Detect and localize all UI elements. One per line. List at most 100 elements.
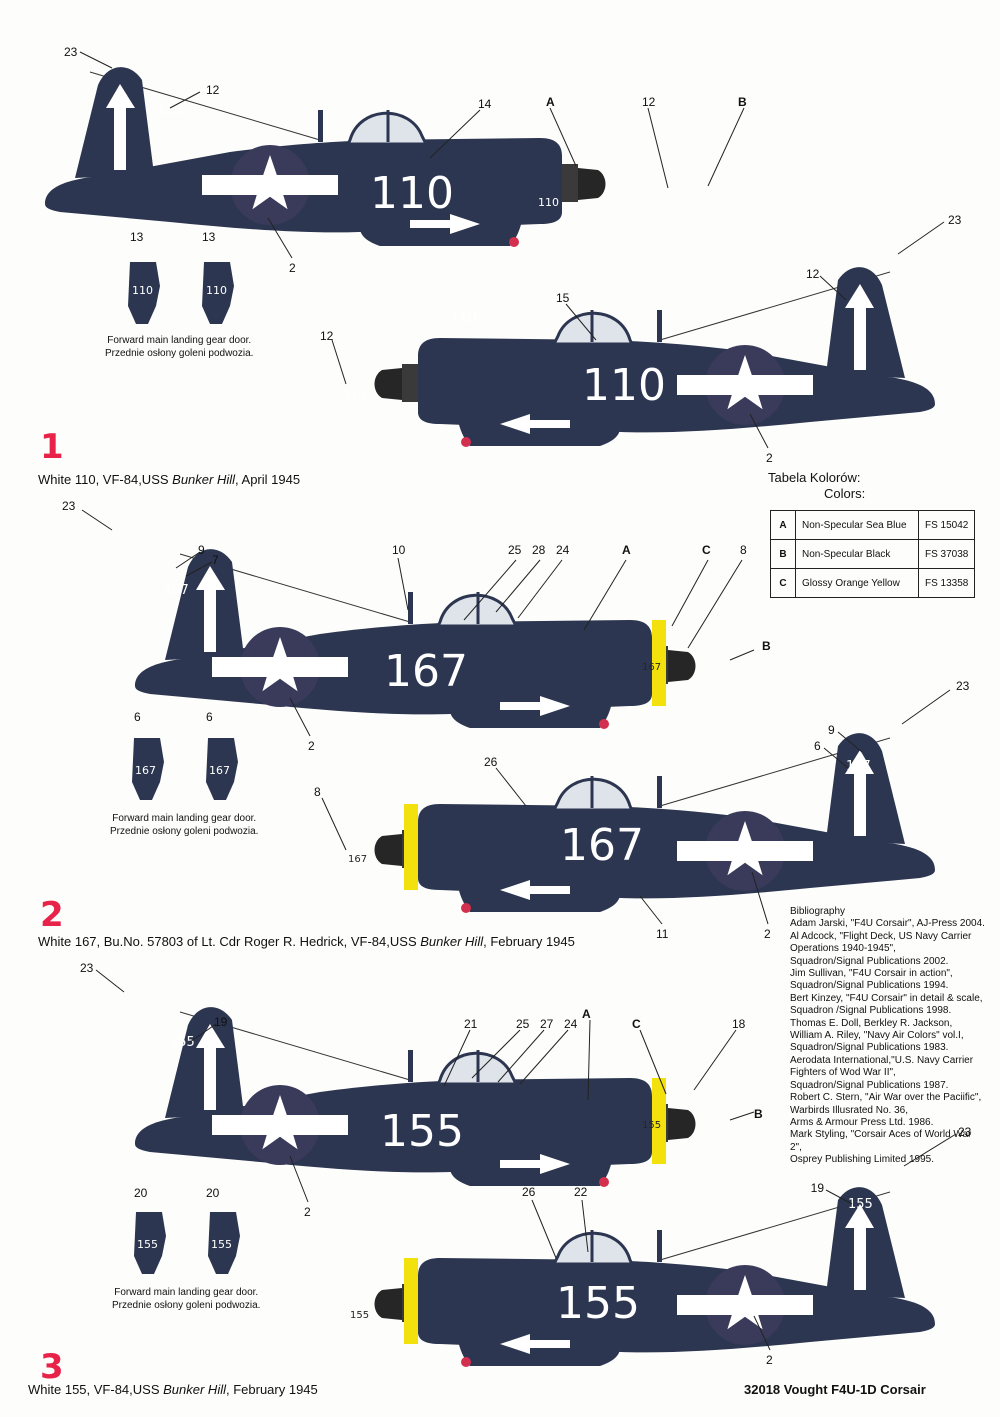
cowl-code: 167 <box>642 662 661 673</box>
callout: 7 <box>212 553 219 567</box>
callout: 9 <box>198 543 205 557</box>
gear-door-4: 167 <box>206 738 238 800</box>
callout: B <box>754 1107 763 1121</box>
callout: 24 <box>556 543 570 557</box>
svg-text:110: 110 <box>206 284 227 297</box>
door-label: 13 <box>202 230 216 244</box>
svg-text:167: 167 <box>135 764 156 777</box>
gear-door-5: 155 <box>134 1212 166 1274</box>
tail-code: 110 <box>156 102 183 118</box>
aircraft-profile-3-left: 155 155 155 23 19 21 25 27 24 A C 18 B 2 <box>80 961 763 1219</box>
callout: 21 <box>464 1017 478 1031</box>
scheme-caption: White 167, Bu.No. 57803 of Lt. Cdr Roger… <box>38 934 575 949</box>
callout: 23 <box>948 213 962 227</box>
callout: B <box>738 95 747 109</box>
callout: 9 <box>828 723 835 737</box>
kit-title: 32018 Vought F4U-1D Corsair <box>744 1382 926 1397</box>
callout: 26 <box>522 1185 536 1199</box>
tail-code: 110 <box>450 310 477 326</box>
callout: 2 <box>766 1353 773 1367</box>
callout: 28 <box>532 543 546 557</box>
callout: 6 <box>814 739 821 753</box>
aircraft-profile-1-right: 110 110 110 23 12 15 12 2 <box>320 213 962 465</box>
callout: 12 <box>806 267 820 281</box>
callout: 2 <box>304 1205 311 1219</box>
cowl-code: 155 <box>350 1310 369 1321</box>
callout: 2 <box>764 927 771 941</box>
fuselage-code: 167 <box>384 646 468 697</box>
cowl-code: 167 <box>348 854 367 865</box>
door-note: Forward main landing gear door.Przednie … <box>110 813 259 837</box>
callout: 10 <box>392 543 406 557</box>
callout: 24 <box>564 1017 578 1031</box>
svg-text:110: 110 <box>132 284 153 297</box>
fuselage-code: 167 <box>560 820 644 871</box>
callout: 23 <box>64 45 78 59</box>
callout: C <box>702 543 711 557</box>
callout: 12 <box>206 83 220 97</box>
door-label: 20 <box>134 1186 148 1200</box>
svg-text:23: 23 <box>958 1125 972 1139</box>
cowl-code: 155 <box>642 1120 661 1131</box>
scheme-number: 1 <box>40 427 64 467</box>
bibliography: Bibliography Adam Jarski, "F4U Corsair",… <box>790 906 985 1166</box>
callout: 2 <box>289 261 296 275</box>
aircraft-profile-2-left: 167 167 167 23 9 7 10 25 28 24 A C 8 B 2 <box>62 499 771 753</box>
tail-code: 167 <box>846 759 871 774</box>
door-label: 13 <box>130 230 144 244</box>
tail-code: 167 <box>164 583 189 598</box>
svg-text:155: 155 <box>137 1238 158 1251</box>
tail-code: 155 <box>848 1197 873 1212</box>
cowl-code: 110 <box>538 196 559 209</box>
callout: 23 <box>62 499 76 513</box>
callout: 14 <box>478 97 492 111</box>
tail-code: 155 <box>170 1035 195 1050</box>
fuselage-code: 155 <box>380 1106 464 1157</box>
door-note: Forward main landing gear door.Przednie … <box>105 335 254 359</box>
callout: 25 <box>508 543 522 557</box>
callout: 27 <box>540 1017 554 1031</box>
callout: 11 <box>656 927 669 941</box>
callout: A <box>582 1007 591 1021</box>
cowl-code: 110 <box>344 389 365 402</box>
callout: 26 <box>484 755 498 769</box>
callout: 2 <box>308 739 315 753</box>
callout: 2 <box>766 451 773 465</box>
callout: 8 <box>740 543 747 557</box>
fuselage-code: 110 <box>582 360 666 411</box>
gear-door-3: 167 <box>132 738 164 800</box>
callout: 23 <box>956 679 970 693</box>
callout: 12 <box>642 95 656 109</box>
fuselage-code: 110 <box>370 168 454 219</box>
callout: 19 <box>214 1015 228 1029</box>
door-label: 6 <box>134 710 141 724</box>
color-table-title-pl: Tabela Kolorów: <box>768 470 861 485</box>
scheme-caption: White 110, VF-84,USS Bunker Hill, April … <box>38 472 301 487</box>
callout: B <box>762 639 771 653</box>
gear-door-1: 110 <box>128 262 160 324</box>
fuselage-code: 155 <box>556 1278 640 1329</box>
callout: A <box>546 95 555 109</box>
aircraft-profile-1-left: 110 110 110 23 12 14 2 A 12 B <box>43 45 747 275</box>
callout-23-scheme3: 23 <box>958 1125 972 1139</box>
callout: C <box>632 1017 641 1031</box>
scheme-caption: White 155, VF-84,USS Bunker Hill, Februa… <box>28 1382 318 1397</box>
door-label: 6 <box>206 710 213 724</box>
svg-text:155: 155 <box>211 1238 232 1251</box>
callout: A <box>622 543 631 557</box>
callout: 23 <box>80 961 94 975</box>
color-table-title-en: Colors: <box>824 486 866 501</box>
svg-text:167: 167 <box>209 764 230 777</box>
door-label: 20 <box>206 1186 220 1200</box>
door-note: Forward main landing gear door.Przednie … <box>112 1287 261 1311</box>
callout: 25 <box>516 1017 530 1031</box>
callout: 19 <box>811 1181 825 1195</box>
scheme-number: 2 <box>40 895 64 935</box>
callout: 22 <box>574 1185 588 1199</box>
callout: 8 <box>314 785 321 799</box>
gear-door-2: 110 <box>202 262 234 324</box>
callout: 12 <box>320 329 334 343</box>
